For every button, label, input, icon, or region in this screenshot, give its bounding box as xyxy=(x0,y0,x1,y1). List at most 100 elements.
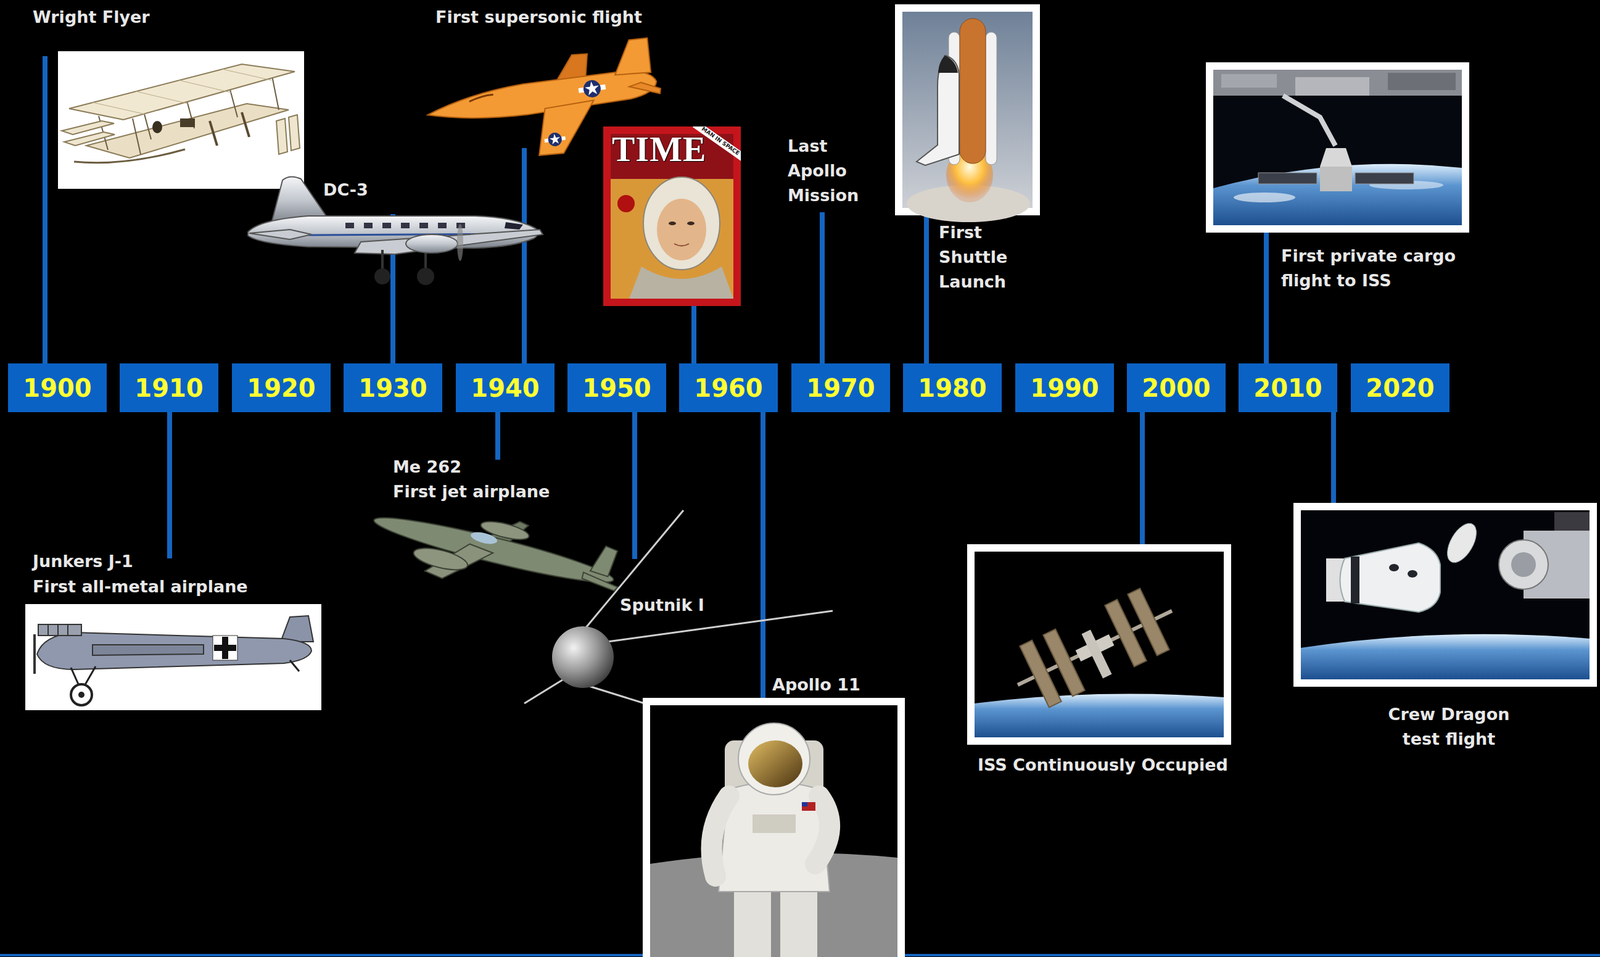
sputnik-picture-part-part xyxy=(589,685,645,704)
crew-dragon-picture-part xyxy=(1300,634,1590,680)
iss-picture-part-part xyxy=(1043,629,1085,697)
decade-box: 1900 xyxy=(8,363,107,413)
leader-lines-part xyxy=(923,215,929,366)
cargo-dragon-picture-part xyxy=(1319,166,1353,192)
bell-x1-picture-part xyxy=(610,37,652,78)
junkers-j1-picture-part xyxy=(33,634,36,674)
me262-picture xyxy=(364,487,628,621)
wright-flyer-picture-part-part xyxy=(135,91,189,104)
time-cover-picture-part xyxy=(603,126,741,306)
iss-picture xyxy=(967,544,1232,745)
wright-flyer-picture-part xyxy=(69,64,295,120)
crew-dragon-picture-part xyxy=(1498,539,1549,590)
junkers-j1-picture-part xyxy=(92,644,204,656)
wright-flyer-picture xyxy=(57,51,305,189)
junkers-j1-picture-part xyxy=(48,624,68,636)
event-label: First supersonic flight xyxy=(435,4,643,30)
event-label: ISS Continuously Occupied xyxy=(977,752,1229,778)
decade-year: 1980 xyxy=(917,373,987,403)
apollo11-picture-part xyxy=(801,801,816,811)
decade-box: 1910 xyxy=(119,363,219,413)
event-label: Sputnik I xyxy=(619,592,705,618)
shuttle-launch-picture-part xyxy=(959,18,986,164)
wright-flyer-picture-part-part xyxy=(92,102,145,115)
time-cover-picture-part xyxy=(629,266,734,299)
event-label: Last Apollo Mission xyxy=(787,133,859,208)
wright-flyer-picture-part xyxy=(241,112,250,137)
wright-flyer-picture-part xyxy=(209,120,218,146)
me262-picture-part xyxy=(371,508,617,593)
wright-flyer-picture-part xyxy=(276,118,288,155)
dc3-picture-part xyxy=(249,229,312,240)
decade-year: 1970 xyxy=(806,373,875,403)
crew-dragon-picture-part xyxy=(1389,563,1399,572)
event-label: First Shuttle Launch xyxy=(938,220,1008,295)
wright-flyer-picture-part xyxy=(180,118,195,128)
cargo-dragon-picture-part xyxy=(1295,77,1370,96)
cargo-dragon-picture xyxy=(1205,62,1470,233)
me262-picture-part xyxy=(411,544,470,575)
apollo11-picture-part xyxy=(738,722,810,795)
iss-picture-part xyxy=(1019,588,1169,708)
junkers-j1-picture-part xyxy=(38,624,82,636)
junkers-j1-picture-part xyxy=(37,632,312,670)
decade-box: 1990 xyxy=(1015,363,1114,413)
cargo-dragon-picture-part xyxy=(1221,74,1277,88)
cargo-dragon-picture-part xyxy=(1355,172,1414,184)
time-cover-picture-part xyxy=(668,221,677,226)
cargo-dragon-picture-part xyxy=(1205,62,1470,233)
decade-box: 1970 xyxy=(791,363,891,413)
event-label: First all-metal airplane xyxy=(32,574,248,599)
event-label: DC-3 xyxy=(323,177,369,203)
shuttle-launch-picture-part xyxy=(894,4,1040,216)
decade-box: 2020 xyxy=(1350,363,1450,413)
junkers-j1-picture-part xyxy=(214,644,237,651)
junkers-j1-picture xyxy=(25,603,322,710)
time-cover-picture-part xyxy=(674,243,689,247)
apollo11-picture-part xyxy=(752,814,796,833)
iss-picture-part xyxy=(974,693,1224,738)
apollo11-picture-part xyxy=(734,888,772,957)
time-cover-picture-part xyxy=(687,221,695,226)
cargo-dragon-picture-part xyxy=(1233,192,1296,203)
cargo-dragon-picture-part xyxy=(1282,95,1336,146)
junkers-j1-picture-part-part xyxy=(67,624,69,636)
junkers-j1-picture-part-part xyxy=(57,624,59,636)
crew-dragon-picture-part xyxy=(1340,542,1441,612)
wright-flyer-picture-part xyxy=(64,131,115,146)
apollo11-picture-part xyxy=(780,888,818,957)
cargo-dragon-picture-part xyxy=(1213,164,1462,226)
crew-dragon-picture-part xyxy=(1511,552,1536,577)
dc3-picture-part xyxy=(381,249,384,272)
sputnik-picture-part xyxy=(552,626,614,688)
bell-x1-picture-part xyxy=(424,65,659,129)
decade-box: 1980 xyxy=(903,363,1002,413)
apollo11-picture-part xyxy=(642,697,905,957)
bell-x1-picture-part xyxy=(468,94,494,102)
time-cover-picture-part xyxy=(643,177,720,270)
dc3-picture-part xyxy=(504,222,524,230)
crew-dragon-picture-part xyxy=(1300,510,1590,680)
apollo11-picture xyxy=(642,697,905,957)
bell-x1-picture-part xyxy=(532,100,601,157)
event-label: Crew Dragon test flight xyxy=(1387,701,1511,752)
decade-year: 1930 xyxy=(358,373,427,403)
wright-flyer-picture-part xyxy=(152,120,163,134)
me262-picture-part xyxy=(589,544,618,578)
cargo-dragon-picture-part xyxy=(1213,69,1462,226)
event-label: Apollo 11 xyxy=(772,672,861,697)
decade-year: 1900 xyxy=(22,373,92,403)
decade-year: 1950 xyxy=(582,373,651,403)
leader-lines xyxy=(0,56,1600,955)
apollo11-picture-part xyxy=(711,795,730,876)
shuttle-launch-picture-part xyxy=(902,11,1033,208)
decade-box: 1950 xyxy=(567,363,667,413)
junkers-j1-picture-part xyxy=(25,603,322,710)
wright-flyer-picture-part xyxy=(92,69,272,115)
aircraft-name: Junkers J-1 xyxy=(32,548,134,574)
dc3-picture-part xyxy=(457,223,464,261)
dc3-picture-part-part xyxy=(363,222,373,229)
decade-year: 1940 xyxy=(470,373,540,403)
cargo-dragon-picture-part xyxy=(1258,172,1317,184)
